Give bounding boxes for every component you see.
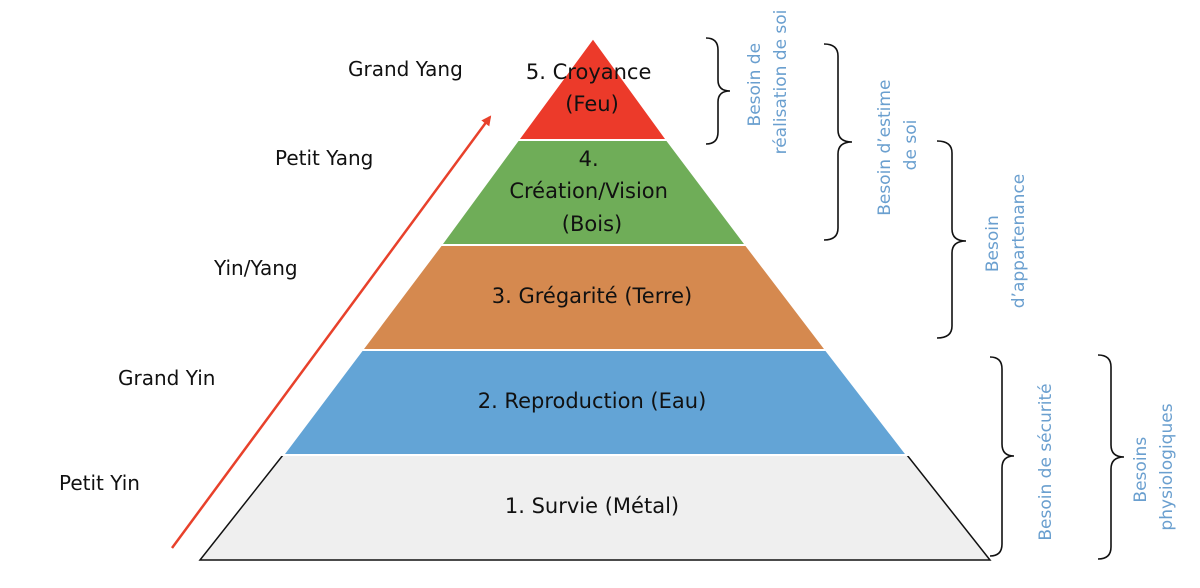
level-croyance <box>516 36 669 141</box>
level-label-gregarite: 3. Grégarité (Terre) <box>492 284 693 308</box>
label-yin-yang: Yin/Yang <box>213 256 298 280</box>
brace-realisation <box>705 37 731 145</box>
need-estime-de-soi: Besoin d’estime de soi <box>875 74 921 216</box>
level-label-croyance: 5. Croyance (Feu) <box>526 60 658 116</box>
level-label-creation-vision: 4. Création/Vision (Bois) <box>509 147 674 236</box>
brace-physiologiques <box>1097 354 1125 560</box>
growth-arrow <box>170 115 492 549</box>
need-physiologiques: Besoins physiologiques <box>1131 403 1177 530</box>
need-appartenance: Besoin d’appartenance <box>983 174 1029 309</box>
label-petit-yang: Petit Yang <box>275 146 373 170</box>
brace-appartenance <box>936 140 967 339</box>
level-label-survie: 1. Survie (Métal) <box>505 494 679 518</box>
brace-estime <box>823 43 853 241</box>
level-label-reproduction: 2. Reproduction (Eau) <box>478 389 707 413</box>
brace-securite <box>989 356 1015 557</box>
need-securite: Besoin de sécurité <box>1036 383 1056 540</box>
label-grand-yin: Grand Yin <box>118 366 215 390</box>
label-petit-yin: Petit Yin <box>59 471 140 495</box>
need-realisation-de-soi: Besoin de réalisation de soi <box>745 10 791 155</box>
label-grand-yang: Grand Yang <box>348 57 463 81</box>
